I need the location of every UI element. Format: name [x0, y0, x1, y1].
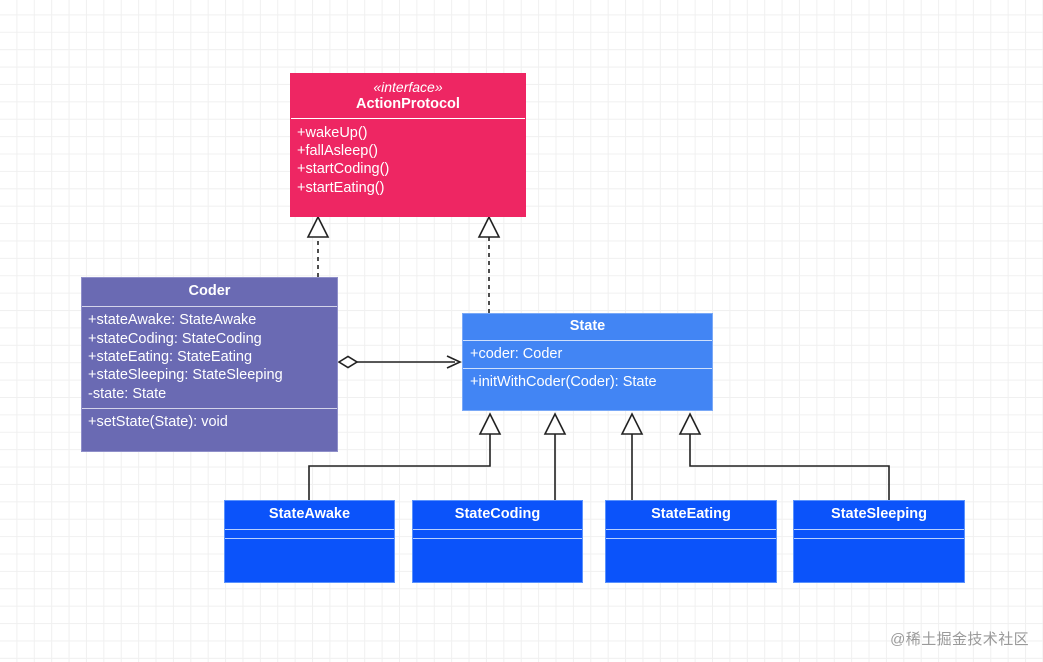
attribute-item: +stateEating: StateEating — [88, 348, 253, 365]
attributes-compartment-state-coding — [413, 530, 582, 540]
class-box-action-protocol[interactable]: «interface» ActionProtocol +wakeUp() +fa… — [290, 73, 526, 217]
class-box-state-eating[interactable]: StateEating — [605, 500, 777, 583]
operations-compartment-coder: +setState(State): void — [82, 409, 337, 451]
class-box-state-awake[interactable]: StateAwake — [224, 500, 395, 583]
class-name-state-sleeping: StateSleeping — [831, 506, 927, 522]
attribute-item: +stateCoding: StateCoding — [88, 330, 262, 347]
operation-item: +fallAsleep() — [297, 143, 378, 160]
class-stereotype-action-protocol: «interface» — [373, 79, 443, 95]
operations-compartment-state-awake — [225, 539, 394, 582]
attributes-compartment-state-sleeping — [794, 530, 964, 540]
edge-statesleeping-extends-state — [678, 412, 890, 500]
attributes-compartment-state: +coder: Coder — [463, 341, 712, 369]
operations-compartment-state-coding — [413, 539, 582, 582]
class-title-state-coding: StateCoding — [413, 501, 582, 531]
operation-item: +wakeUp() — [297, 124, 368, 141]
class-title-state: State — [463, 314, 712, 342]
operations-compartment-action-protocol: +wakeUp() +fallAsleep() +startCoding() +… — [291, 119, 525, 216]
attribute-item: +stateSleeping: StateSleeping — [88, 367, 283, 384]
class-box-state[interactable]: State +coder: Coder +initWithCoder(Coder… — [462, 313, 713, 411]
attributes-compartment-state-awake — [225, 530, 394, 540]
operation-item: +setState(State): void — [88, 414, 228, 431]
class-name-action-protocol: ActionProtocol — [356, 95, 460, 112]
watermark: @稀土掘金技术社区 — [890, 631, 1029, 648]
class-name-state-awake: StateAwake — [268, 506, 351, 522]
class-box-state-sleeping[interactable]: StateSleeping — [793, 500, 965, 583]
class-box-state-coding[interactable]: StateCoding — [412, 500, 583, 583]
class-name-coder: Coder — [188, 283, 231, 299]
class-name-state-eating: StateEating — [651, 506, 731, 522]
edge-state-realizes-actionprotocol — [477, 215, 501, 313]
operations-compartment-state: +initWithCoder(Coder): State — [463, 369, 712, 410]
class-box-coder[interactable]: Coder +stateAwake: StateAwake +stateCodi… — [81, 277, 338, 452]
edge-statecoding-extends-state — [543, 412, 567, 500]
attributes-compartment-coder: +stateAwake: StateAwake +stateCoding: St… — [82, 307, 337, 410]
edge-coder-realizes-actionprotocol — [306, 215, 330, 277]
class-title-action-protocol: «interface» ActionProtocol — [291, 74, 525, 119]
edge-coder-aggregates-state — [337, 355, 462, 369]
class-title-state-sleeping: StateSleeping — [794, 501, 964, 531]
operation-item: +startEating() — [297, 179, 385, 196]
edge-stateeating-extends-state — [620, 412, 644, 500]
operations-compartment-state-eating — [606, 539, 776, 582]
attributes-compartment-state-eating — [606, 530, 776, 540]
attribute-item: +coder: Coder — [470, 346, 563, 363]
attribute-item: +stateAwake: StateAwake — [88, 312, 257, 329]
operation-item: +initWithCoder(Coder): State — [470, 373, 657, 390]
operations-compartment-state-sleeping — [794, 539, 964, 582]
class-name-state-coding: StateCoding — [454, 506, 541, 522]
class-name-state: State — [569, 318, 606, 334]
operation-item: +startCoding() — [297, 161, 390, 178]
attribute-item: -state: State — [88, 385, 167, 402]
class-title-state-awake: StateAwake — [225, 501, 394, 531]
class-title-state-eating: StateEating — [606, 501, 776, 531]
class-title-coder: Coder — [82, 278, 337, 308]
